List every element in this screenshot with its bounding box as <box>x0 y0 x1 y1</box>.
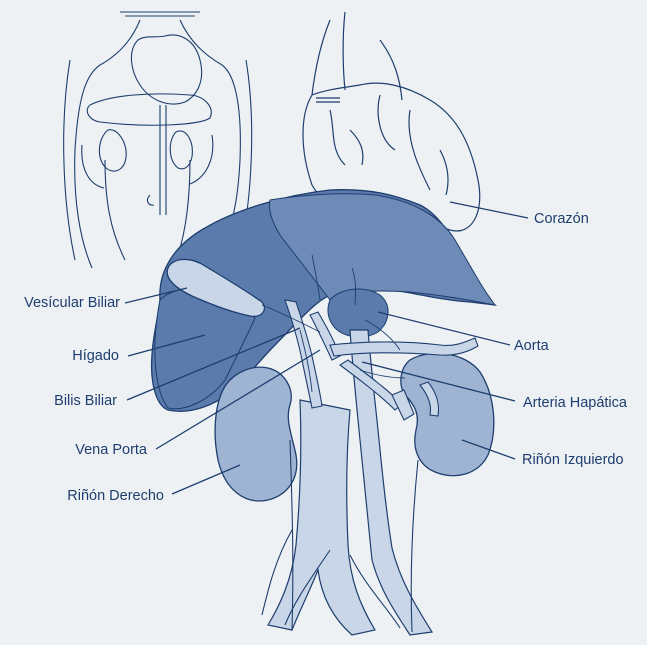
label-bilis-biliar: Bilis Biliar <box>54 394 117 409</box>
right-kidney <box>215 367 297 501</box>
leader-aorta <box>378 312 510 345</box>
label-aorta: Aorta <box>514 339 549 354</box>
label-rinon-derecho: Riñón Derecho <box>67 489 164 504</box>
label-vesicular-biliar: Vesícular Biliar <box>24 296 120 311</box>
label-rinon-izquierdo: Riñón Izquierdo <box>522 453 624 468</box>
leader-corazon <box>450 202 528 218</box>
label-higado: Hígado <box>72 349 119 364</box>
left-kidney <box>401 353 494 475</box>
label-vena-porta: Vena Porta <box>75 443 147 458</box>
label-arteria-hepatica: Arteria Hapática <box>523 396 627 411</box>
label-corazon: Corazón <box>534 212 589 227</box>
